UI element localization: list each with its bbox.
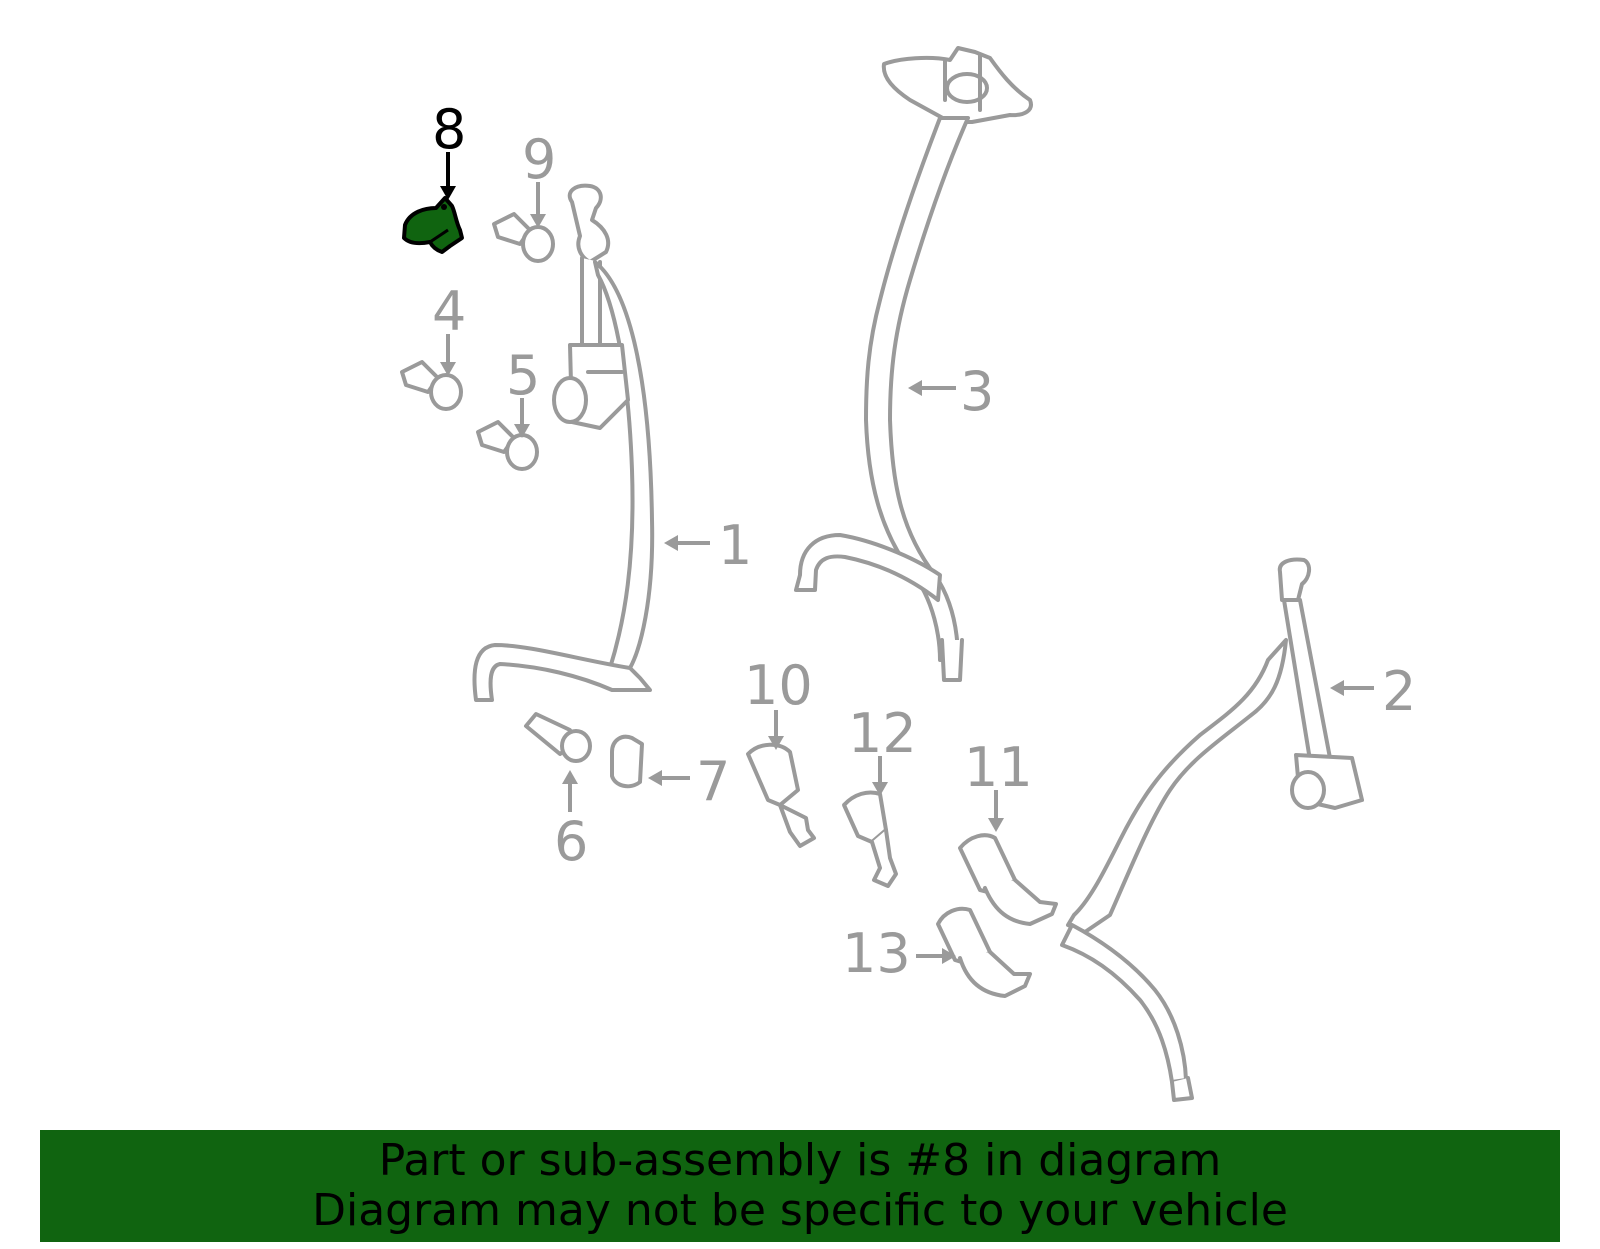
part-1-seat-belt-assembly[interactable] — [472, 183, 655, 702]
callout-2: 2 — [1382, 660, 1416, 723]
parts-diagram: 1 2 3 4 5 6 7 8 9 10 11 12 13 — [400, 46, 1416, 1102]
callout-10: 10 — [744, 654, 813, 717]
part-9-bolt[interactable] — [492, 212, 555, 263]
callout-12: 12 — [848, 702, 917, 765]
part-11-buckle[interactable] — [958, 833, 1058, 926]
part-3-belt[interactable] — [794, 46, 1033, 682]
part-10-buckle[interactable] — [746, 742, 816, 848]
part-12-buckle[interactable] — [842, 790, 898, 888]
part-13-buckle[interactable] — [936, 906, 1032, 998]
info-banner: Part or sub-assembly is #8 in diagram Di… — [40, 1130, 1560, 1242]
callout-4: 4 — [432, 280, 466, 343]
part-2-rear-belt[interactable] — [1060, 557, 1364, 1102]
callout-labels: 1 2 3 4 5 6 7 8 9 10 11 12 13 — [432, 98, 1416, 985]
part-4-bolt[interactable] — [400, 360, 463, 411]
callout-arrows — [440, 152, 1374, 964]
banner-line-disclaimer: Diagram may not be specific to your vehi… — [312, 1185, 1288, 1236]
callout-6: 6 — [554, 810, 588, 873]
part-6-bolt[interactable] — [524, 712, 592, 763]
callout-9: 9 — [522, 128, 556, 191]
callout-11: 11 — [964, 736, 1033, 799]
banner-line-part-info: Part or sub-assembly is #8 in diagram — [378, 1135, 1222, 1186]
callout-13: 13 — [842, 922, 911, 985]
part-8-clip-highlighted[interactable] — [402, 196, 464, 254]
callout-3: 3 — [960, 360, 994, 423]
callout-5: 5 — [506, 344, 540, 407]
callout-7: 7 — [696, 750, 730, 813]
callout-8: 8 — [432, 98, 466, 161]
callout-1: 1 — [718, 514, 752, 577]
part-5-bolt[interactable] — [476, 420, 539, 471]
part-7-cap[interactable] — [610, 734, 644, 789]
